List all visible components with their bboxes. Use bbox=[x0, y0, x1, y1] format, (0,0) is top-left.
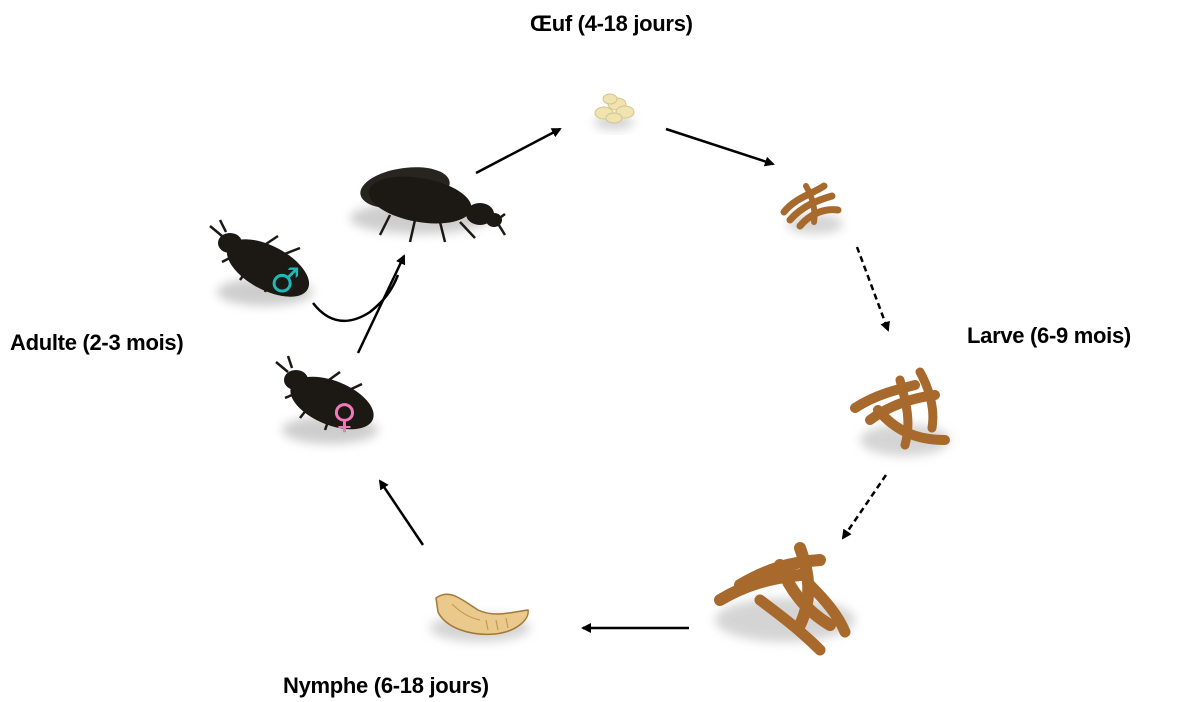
pupa bbox=[430, 594, 530, 642]
larva-small bbox=[784, 186, 843, 234]
arrow-mating-to-egg bbox=[476, 129, 560, 173]
arrow-pupa-to-adult bbox=[380, 481, 423, 545]
female-beetle: ♀ bbox=[276, 356, 381, 444]
arrow-male-to-mating bbox=[313, 275, 398, 321]
larva-large bbox=[715, 548, 855, 650]
female-symbol-icon: ♀ bbox=[332, 397, 357, 437]
arrow-larva-small-to-medium bbox=[857, 247, 888, 330]
male-symbol-icon: ♂ bbox=[270, 261, 300, 301]
mating-beetles bbox=[350, 162, 505, 242]
arrow-female-to-mating bbox=[358, 256, 404, 353]
male-beetle: ♂ bbox=[210, 220, 318, 309]
arrow-egg-to-larva bbox=[666, 129, 773, 164]
egg-cluster bbox=[594, 94, 634, 130]
larva-medium bbox=[855, 372, 950, 456]
arrow-larva-medium-to-large bbox=[843, 475, 886, 538]
